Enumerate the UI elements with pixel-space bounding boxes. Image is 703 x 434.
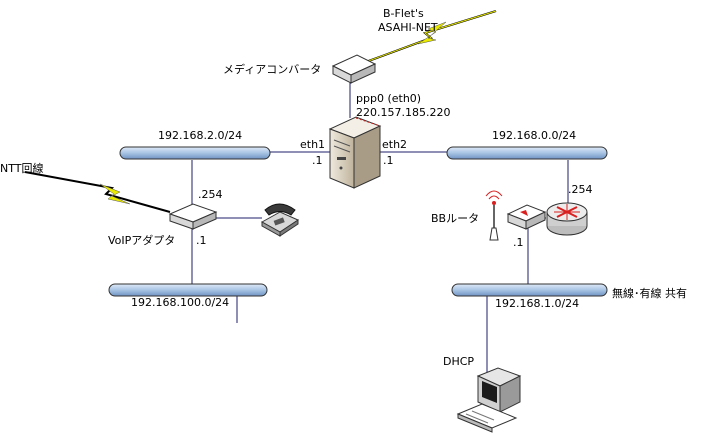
ntt-lightning [24, 171, 171, 213]
voip-adapter-icon [168, 203, 218, 230]
media-converter-icon [331, 54, 377, 84]
voip-host-label: .1 [196, 234, 207, 247]
ppp0-ip-label: 220.157.185.220 [356, 106, 450, 119]
net-voip-label: 192.168.100.0/24 [131, 296, 229, 309]
ppp0-label: ppp0 (eth0) [356, 92, 421, 105]
bus-voip [108, 283, 268, 297]
isp-label-line1: B-Flet's [383, 7, 424, 20]
bb-router-icon [506, 204, 547, 230]
isp-lightning [362, 10, 497, 64]
voip-254-label: .254 [198, 188, 223, 201]
voip-adapter-label: VoIPアダプタ [108, 233, 175, 247]
server-icon [328, 116, 382, 189]
router-icon [546, 202, 588, 236]
bb-host-label: .1 [513, 236, 524, 249]
eth2-label: eth2 [382, 138, 407, 151]
links [191, 82, 569, 372]
net-right-label: 192.168.0.0/24 [492, 129, 576, 142]
media-converter-label: メディアコンバータ [223, 62, 321, 76]
wireless-shared-label: 無線･有線 共有 [612, 286, 687, 300]
bus-right [446, 146, 608, 160]
pc-icon [456, 367, 522, 433]
bb-router-label: BBルータ [431, 212, 479, 225]
bus-left [119, 146, 271, 160]
isp-label-line2: ASAHI-NET [378, 21, 438, 34]
wireless-antenna-icon [485, 190, 503, 241]
dhcp-label: DHCP [443, 355, 474, 368]
eth1-host-label: .1 [312, 154, 323, 167]
telephone-icon [260, 203, 300, 237]
eth1-label: eth1 [300, 138, 325, 151]
ntt-line-label: NTT回線 [0, 161, 43, 175]
net-left-label: 192.168.2.0/24 [158, 129, 242, 142]
net-lan-label: 192.168.1.0/24 [495, 297, 579, 310]
eth2-host-label: .1 [383, 154, 394, 167]
bus-lan [451, 283, 608, 297]
router-254-label: .254 [568, 183, 593, 196]
